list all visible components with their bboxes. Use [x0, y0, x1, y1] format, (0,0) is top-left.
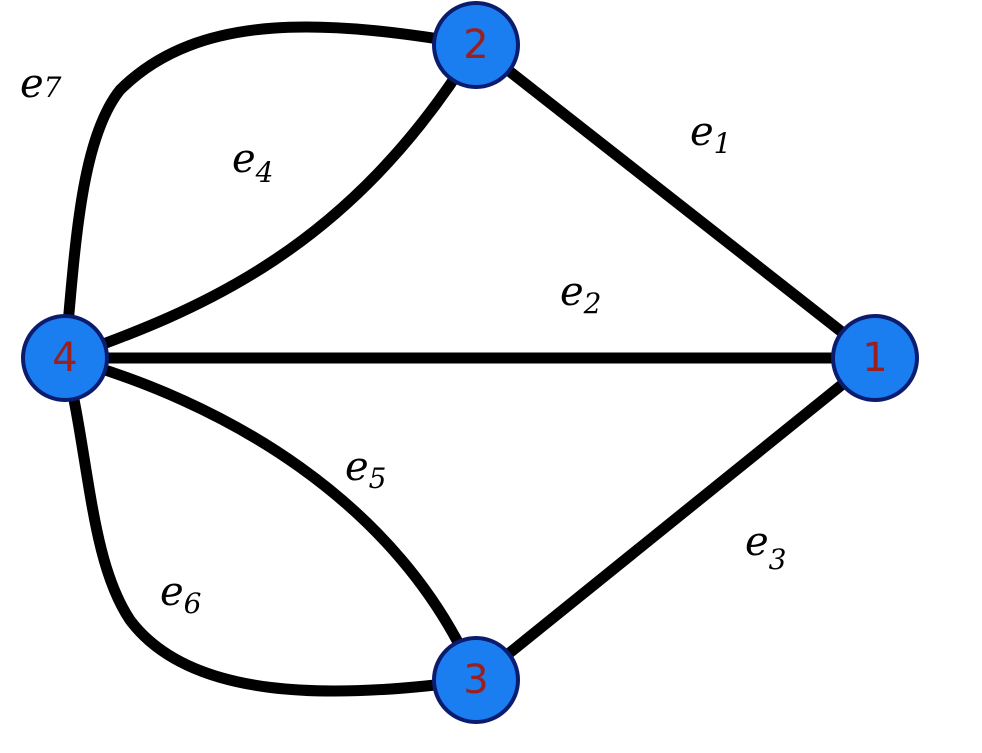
node-4-circle: [21, 314, 109, 402]
node-2-label: 2: [463, 22, 488, 68]
edge-label-e3: e3: [745, 519, 787, 576]
node-2: 2: [432, 1, 520, 89]
edge-label-e6-sub: 6: [184, 587, 202, 620]
edge-label-e7: e7: [20, 61, 62, 107]
node-2-circle: [432, 1, 520, 89]
edge-label-e3-letter: e: [745, 519, 769, 565]
edge-label-e2: e2: [560, 269, 602, 320]
edge-label-e7-sub: 7: [44, 71, 62, 104]
node-3-label: 3: [463, 657, 488, 703]
edge-label-e1-sub: 1: [714, 127, 732, 160]
node-3: 3: [432, 636, 520, 724]
edge-e3: [470, 352, 881, 686]
node-4: 4: [21, 314, 109, 402]
edge-e6: [59, 352, 482, 697]
edge-e4: [59, 39, 482, 364]
edge-label-e5-sub: 5: [369, 462, 387, 495]
edge-e5: [59, 352, 482, 686]
node-1-circle: [831, 314, 919, 402]
edge-label-e6: e6: [160, 569, 202, 620]
edge-label-e6-letter: e: [160, 569, 184, 615]
edge-label-e1-letter: e: [690, 109, 714, 155]
node-3-circle: [432, 636, 520, 724]
node-1-label: 1: [862, 335, 887, 381]
edge-label-e2-letter: e: [560, 269, 584, 315]
edge-label-e3-sub: 3: [769, 543, 787, 576]
edge-label-e4-letter: e: [232, 136, 256, 182]
edge-label-e5-letter: e: [345, 444, 369, 490]
node-4-label: 4: [52, 335, 77, 381]
edge-label-e5: e5: [345, 444, 387, 495]
edge-label-e4-sub: 4: [255, 156, 274, 189]
edge-e7: [59, 21, 482, 364]
edge-label-e1: e1: [690, 109, 732, 160]
edge-label-e7-letter: e: [20, 61, 44, 107]
edge-e1: [470, 39, 881, 364]
edge-label-e2-sub: 2: [583, 287, 602, 320]
node-1: 1: [831, 314, 919, 402]
edge-label-e4: e4: [232, 136, 274, 189]
